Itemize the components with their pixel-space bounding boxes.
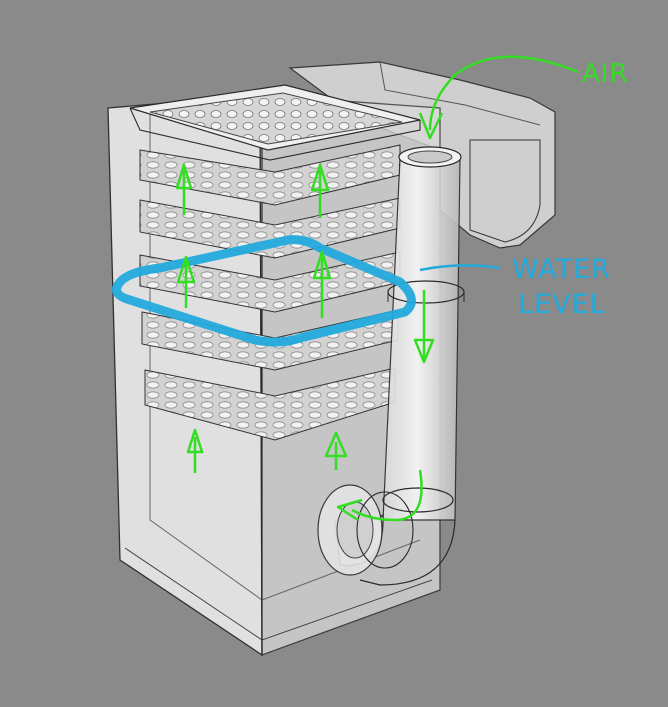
top-tray [129, 84, 421, 161]
arrow-up-icon [175, 163, 193, 215]
arrow-up-icon [312, 250, 332, 318]
air-label: AIR [582, 59, 629, 89]
arrow-up-icon [310, 163, 330, 218]
arrow-down-icon [413, 290, 435, 364]
water-label-line2: LEVEL [518, 289, 606, 320]
arrow-up-icon [186, 428, 204, 473]
air-arrow-head-icon [418, 112, 444, 140]
filter-tray-stack [139, 144, 401, 441]
arrow-up-icon [324, 431, 348, 470]
arrow-up-icon [176, 255, 196, 308]
arrow-curve-icon [336, 469, 423, 522]
air-annotation: AIR [418, 55, 629, 140]
water-level-annotation: WATER LEVEL [112, 235, 611, 347]
flow-arrows [175, 163, 435, 522]
water-label-line1: WATER [512, 254, 611, 285]
